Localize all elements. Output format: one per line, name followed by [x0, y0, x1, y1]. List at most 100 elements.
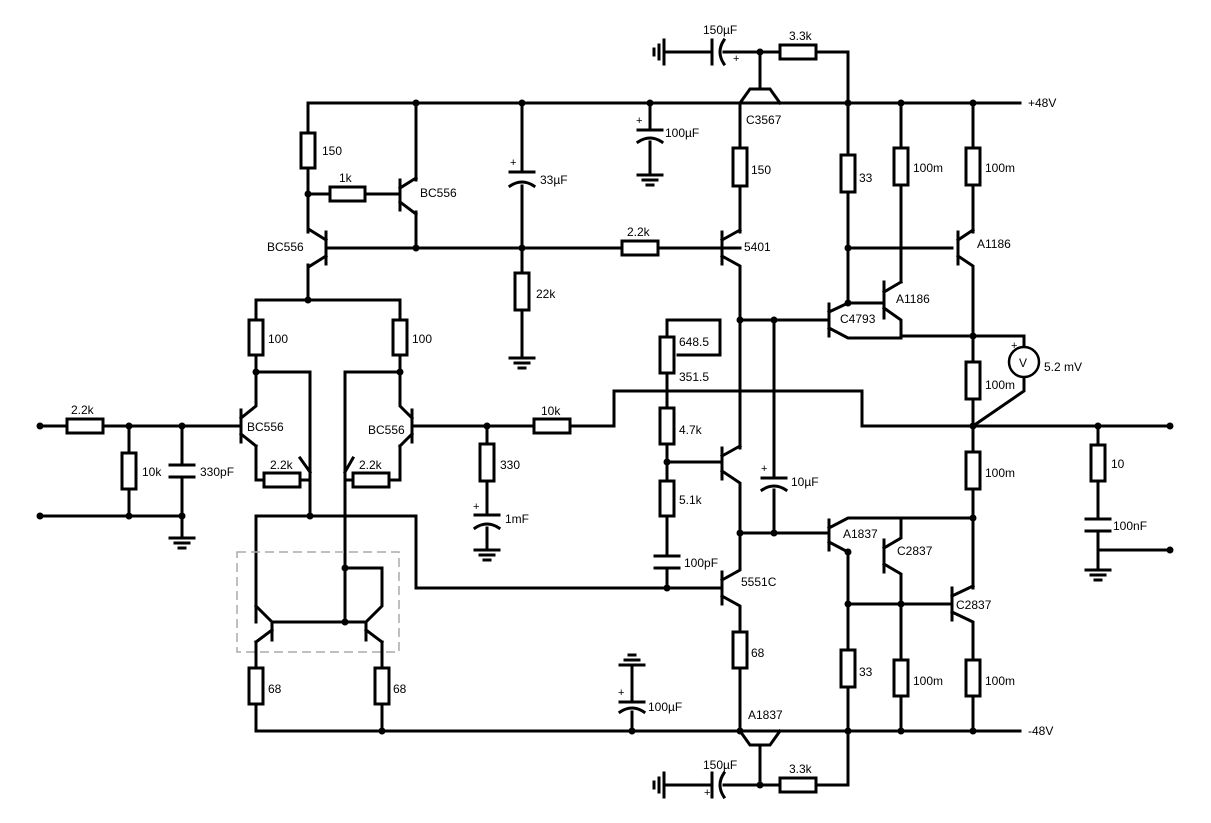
ground-symbol	[618, 653, 646, 667]
input-shunt-capacitor	[168, 463, 196, 479]
svg-text:+: +	[473, 501, 479, 513]
link-resistor	[620, 239, 660, 257]
label-pot-lower: 351.5	[679, 370, 709, 384]
diff-left-resistor	[247, 318, 265, 357]
input-series-resistor	[65, 417, 105, 435]
source-transistor-main	[307, 227, 329, 269]
label-mirror-right: 68	[393, 682, 407, 696]
diff-right-transistor	[397, 370, 418, 449]
label-top-rail-cap: 100µF	[665, 126, 699, 140]
diff-right-collector	[343, 370, 402, 622]
svg-text:+: +	[704, 787, 710, 799]
label-top-boot-cap: 150µF	[703, 23, 737, 37]
mirror-resistors-wiring	[254, 640, 384, 733]
zobel-resistor	[1089, 443, 1107, 483]
label-bottom-output-transistor: C2837	[956, 598, 992, 612]
vas-source-wiring	[306, 101, 742, 302]
feedback-capacitor	[472, 513, 502, 531]
pre-driver-transistor	[719, 101, 743, 450]
label-link-resistor: 2.2k	[627, 225, 651, 239]
label-bias-upper-resistor: 4.7k	[679, 423, 703, 437]
bottom-boot-resistor	[778, 776, 818, 794]
label-bias-capacitor: 10µF	[791, 475, 819, 489]
label-diff-left-resistor: 100	[268, 332, 288, 346]
svg-text:+: +	[510, 157, 516, 169]
svg-text:+: +	[733, 53, 739, 65]
top-boot-resistor	[778, 43, 818, 61]
bias-pot-wiper	[665, 318, 722, 357]
label-source-top-transistor: BC556	[420, 186, 457, 200]
ground-symbol	[636, 173, 664, 187]
polarity-marks: + + + + + + + +	[473, 53, 1017, 799]
bottom-rail-capacitor	[617, 700, 647, 715]
svg-text:+: +	[1011, 340, 1017, 352]
bottom-boot-capacitor	[710, 770, 727, 800]
bias-capacitor	[759, 476, 789, 493]
label-bottom-output-resistor: 100m	[985, 466, 1015, 480]
mirror-left-resistor	[247, 666, 265, 706]
source-base-resistor	[328, 185, 367, 203]
label-bottom-driver2-transistor: C2837	[897, 544, 933, 558]
label-bottom-boot-transistor: A1837	[748, 708, 783, 722]
bias-pot-wiring	[665, 318, 831, 590]
label-bottom-boot-cap: 150µF	[703, 758, 737, 772]
label-top-emitter-1: 100m	[913, 161, 943, 175]
feedback-resistor	[532, 417, 572, 435]
voltmeter-symbol: V	[1019, 356, 1027, 370]
bottom-boot-transistor	[737, 728, 783, 787]
label-top-boot-transistor: C3567	[746, 113, 782, 127]
label-zobel-capacitor: 100nF	[1113, 519, 1147, 533]
svg-text:+: +	[618, 687, 624, 699]
source-transistor-top	[397, 175, 419, 217]
feedback-wire	[414, 389, 1172, 428]
label-degen-left: 2.2k	[270, 458, 294, 472]
label-pre-driver-resistor: 150	[751, 163, 771, 177]
bottom-driver-resistor	[839, 648, 857, 689]
label-vas-emitter-resistor: 68	[751, 646, 765, 660]
label-bottom-driver-transistor: A1837	[843, 527, 878, 541]
label-pos-rail: +48V	[1028, 96, 1056, 110]
label-bias-lower-resistor: 5.1k	[679, 493, 703, 507]
bypass-capacitor	[507, 170, 537, 189]
top-output-resistor	[964, 360, 982, 401]
label-top-emitter-2: 100m	[985, 161, 1015, 175]
top-emitter-resistor-2	[964, 146, 982, 187]
bottom-emitter-resistor-1	[892, 658, 910, 698]
label-bottom-rail-cap: 100µF	[648, 700, 682, 714]
pre-driver-resistor	[731, 146, 749, 188]
voltmeter-reading: 5.2 mV	[1044, 360, 1082, 374]
label-bottom-boot-resistor: 3.3k	[789, 762, 813, 776]
ground-symbol	[473, 548, 501, 562]
miller-capacitor	[653, 554, 681, 570]
label-pre-driver-transistor: 5401	[744, 240, 771, 254]
label-top-driver-resistor: 33	[859, 171, 873, 185]
vas-base-wire	[254, 514, 669, 590]
top-boot-transistor	[737, 50, 783, 106]
top-boot-ground	[662, 50, 850, 105]
label-bottom-emitter-1: 100m	[913, 674, 943, 688]
source-top-resistor	[299, 131, 317, 170]
current-mirror-outline	[236, 551, 400, 653]
top-emitter-resistor-1	[892, 146, 910, 187]
feedback-ground-resistor	[478, 442, 496, 483]
label-diff-right-transistor: BC556	[368, 423, 405, 437]
diff-left-transistor	[235, 370, 259, 449]
label-source-top-resistor: 150	[322, 144, 342, 158]
svg-text:+: +	[761, 463, 767, 475]
bias-upper-resistor	[658, 406, 676, 446]
top-driver-resistor	[839, 153, 857, 194]
bias-22k-resistor	[513, 271, 531, 312]
ground-symbol	[652, 38, 666, 66]
top-driver-transistor	[881, 279, 1026, 348]
bias-lower-resistor	[658, 479, 676, 518]
label-bypass-cap: 33µF	[540, 173, 568, 187]
label-top-boot-resistor: 3.3k	[789, 29, 813, 43]
label-bias-resistor: 22k	[536, 287, 556, 301]
ground-symbol	[1084, 568, 1112, 582]
mirror-right-resistor	[373, 666, 391, 706]
degen-right-resistor	[351, 471, 391, 489]
label-pot-upper: 648.5	[679, 335, 709, 349]
label-feedback-cap: 1mF	[505, 512, 529, 526]
junction-dots	[36, 48, 1174, 789]
label-source-base-resistor: 1k	[339, 171, 353, 185]
